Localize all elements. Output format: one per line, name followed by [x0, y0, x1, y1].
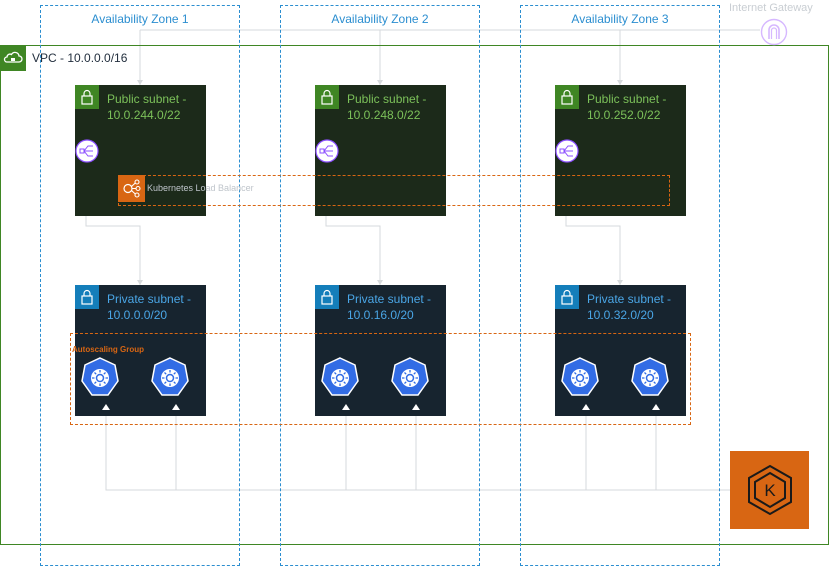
network-load-balancer-icon [75, 139, 99, 163]
kubernetes-node-icon [631, 357, 669, 396]
private-subnet-lock-icon [315, 285, 339, 309]
private-subnet-label: Private subnet -10.0.16.0/20 [347, 292, 432, 322]
availability-zone-label: Availability Zone 1 [91, 12, 189, 26]
availability-zone-label: Availability Zone 3 [571, 12, 669, 26]
public-subnet-lock-icon [75, 85, 99, 109]
vpc-container [0, 45, 829, 545]
kubernetes-node-icon [151, 357, 189, 396]
public-subnet-lock-icon [315, 85, 339, 109]
public-subnet-lock-icon [555, 85, 579, 109]
private-subnet-lock-icon [555, 285, 579, 309]
kubernetes-node-icon [391, 357, 429, 396]
availability-zone-label: Availability Zone 2 [331, 12, 429, 26]
internet-gateway-label: Internet Gateway [729, 2, 813, 14]
network-load-balancer-icon [555, 139, 579, 163]
autoscaling-group [70, 333, 691, 425]
public-subnet-label: Public subnet -10.0.244.0/22 [107, 92, 187, 122]
kubernetes-node-icon [561, 357, 599, 396]
kubernetes-node-icon [321, 357, 359, 396]
public-subnet-label: Public subnet -10.0.252.0/22 [587, 92, 667, 122]
vpc-label: VPC - 10.0.0.0/16 [32, 51, 128, 65]
network-load-balancer-icon [315, 139, 339, 163]
svg-text:K: K [764, 481, 776, 500]
private-subnet-lock-icon [75, 285, 99, 309]
private-subnet-label: Private subnet -10.0.0.0/20 [107, 292, 192, 322]
internet-gateway-icon [760, 18, 788, 46]
vpc-cloud-icon [0, 45, 26, 71]
autoscaling-group-label: Autoscaling Group [72, 345, 144, 354]
eks-kubernetes-icon: K [730, 451, 809, 529]
kubernetes-node-icon [81, 357, 119, 396]
public-subnet-label: Public subnet -10.0.248.0/22 [347, 92, 427, 122]
private-subnet-label: Private subnet -10.0.32.0/20 [587, 292, 672, 322]
load-balancer-icon [118, 175, 145, 202]
load-balancer-label: Kubernetes Load Balancer [147, 183, 254, 193]
